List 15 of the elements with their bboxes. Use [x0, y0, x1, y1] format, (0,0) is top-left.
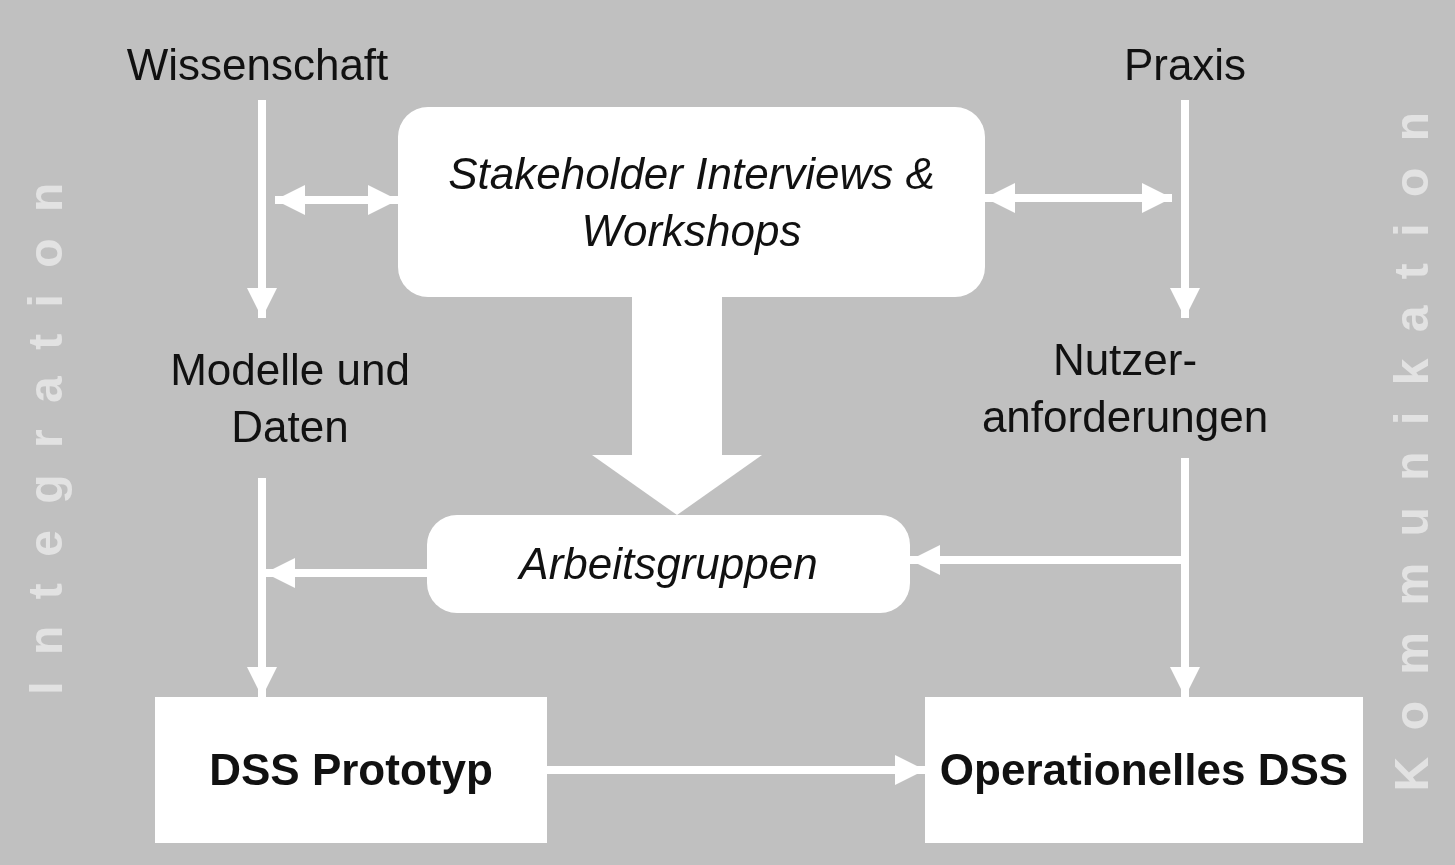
text-label: Nutzer- anforderungen: [981, 333, 1269, 443]
arrow: [547, 755, 925, 785]
text-label: Modelle und Daten: [169, 343, 411, 453]
process-box: [155, 697, 547, 843]
text-label: Praxis: [1123, 39, 1247, 92]
box-text: Arbeitsgruppen: [519, 538, 818, 591]
block-arrow: [592, 297, 762, 515]
rounded-box: [398, 107, 985, 297]
arrow: [265, 558, 427, 588]
box-text: Operationelles DSS: [939, 744, 1349, 797]
rounded-box: [427, 515, 910, 613]
text-label: Wissenschaft: [126, 39, 389, 92]
process-box: [925, 697, 1363, 843]
box-text: Stakeholder Interviews & Workshops: [447, 147, 936, 257]
box-text: DSS Prototyp: [209, 744, 493, 797]
